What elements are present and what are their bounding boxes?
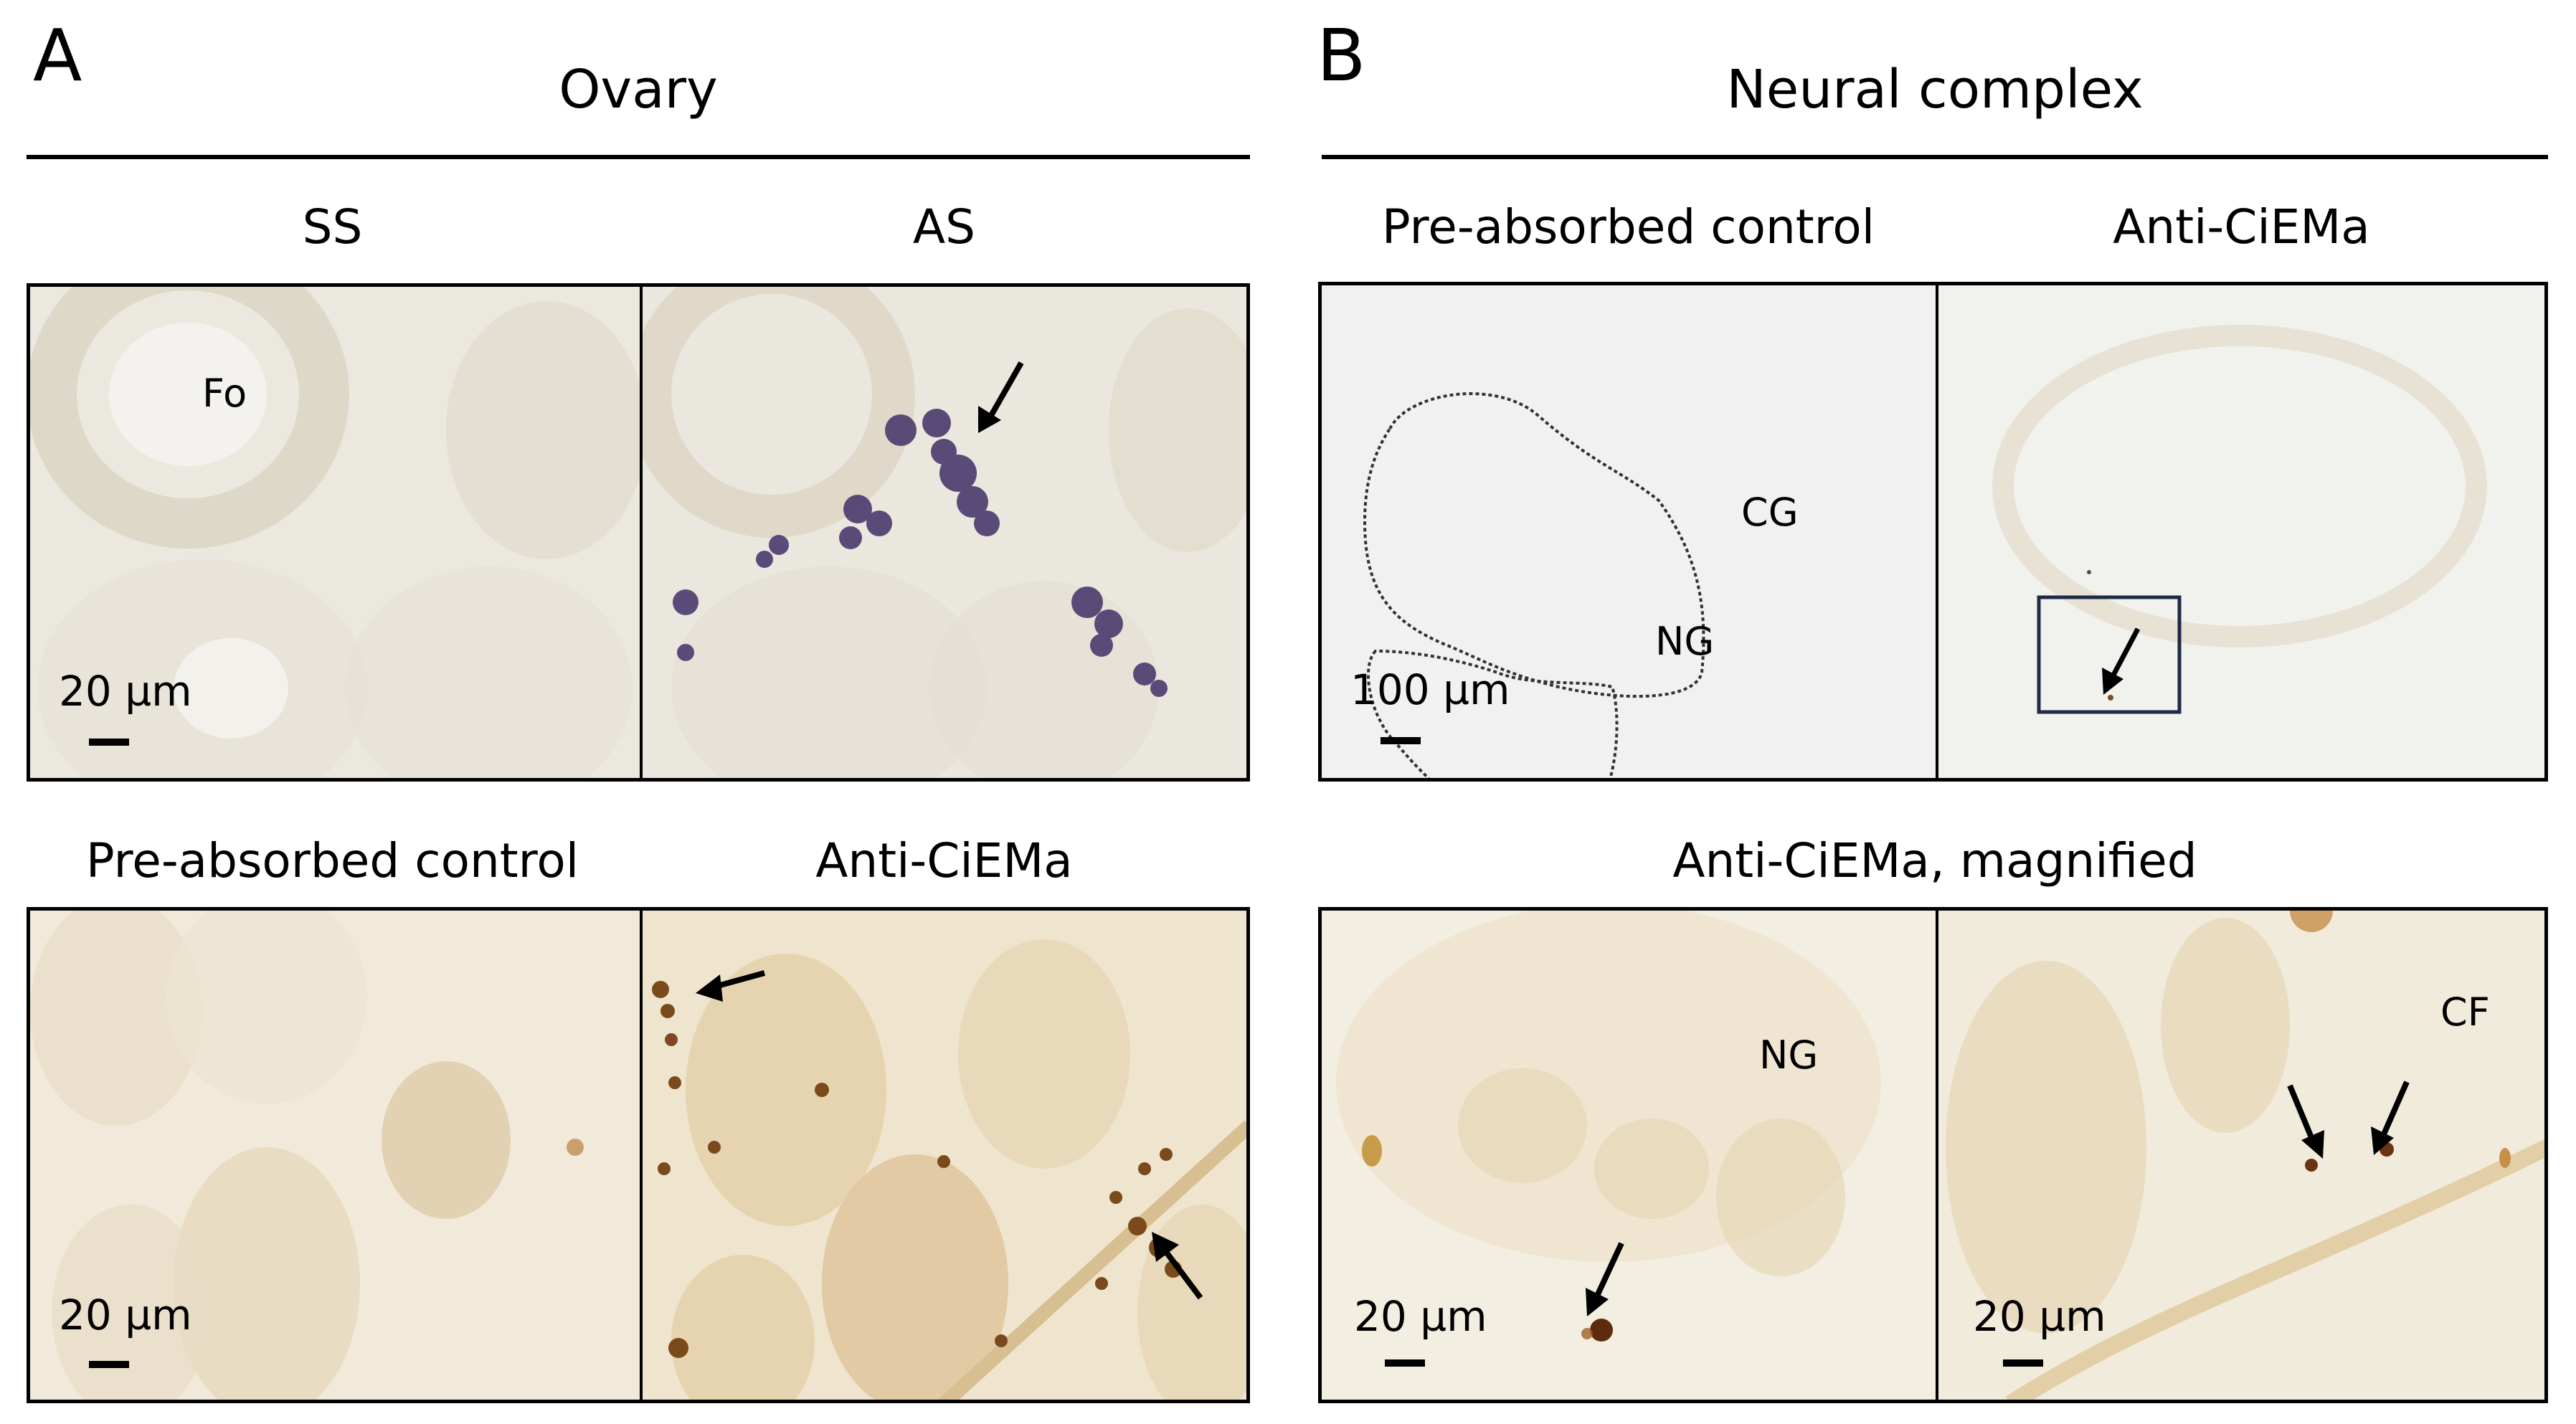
column-label-pre-absorbed-control: Pre-absorbed control [85, 833, 579, 888]
label-fo: Fo [202, 371, 247, 416]
scalebar-label: 20 µm [59, 1291, 192, 1339]
image-frame-ovary-ish: Fo 20 µm [27, 283, 1250, 782]
tissue-outline-faint [1992, 325, 2487, 714]
micrograph-magnified-cf: CF 20 µm [1936, 911, 2544, 1400]
tissue-texture [30, 911, 584, 1400]
scalebar-line [89, 739, 129, 746]
image-frame-neural-complex: CG NG 100 µm [1318, 282, 2548, 782]
tissue-texture [30, 287, 640, 778]
column-label-as: AS [912, 199, 976, 255]
dotted-outlines [1363, 392, 1705, 778]
micrograph-magnified-ng: NG 20 µm [1322, 911, 1936, 1400]
arrow-icon [978, 361, 1024, 433]
label-ng: NG [1655, 619, 1715, 664]
section-divider-b [1322, 155, 2548, 159]
label-cf: CF [2440, 989, 2490, 1035]
scalebar-label: 100 µm [1350, 665, 1510, 714]
column-label-pre-absorbed-control-b: Pre-absorbed control [1381, 199, 1875, 255]
scalebar-line [1381, 737, 1421, 744]
micrograph-pre-absorbed-control: 20 µm [30, 911, 640, 1400]
arrow-icon [696, 970, 766, 1002]
inset-box [2037, 595, 2182, 714]
tissue-texture-with-signal [1336, 911, 1881, 1342]
section-title-ovary: Ovary [559, 59, 718, 120]
tissue-texture-with-signal [1946, 911, 2544, 1400]
scalebar-label: 20 µm [59, 667, 192, 716]
micrograph-nc-anti-ciema [1936, 285, 2544, 778]
arrow-icon [2371, 1081, 2410, 1155]
label-cg: CG [1741, 490, 1799, 535]
micrograph-anti-ciema [640, 911, 1246, 1400]
column-label-ss: SS [302, 199, 363, 255]
scalebar-line [2003, 1359, 2043, 1367]
arrow-icon [1586, 1242, 1624, 1316]
label-ng: NG [1759, 1033, 1819, 1078]
scalebar-line [89, 1361, 129, 1368]
tissue-texture-with-signal [643, 287, 1246, 778]
arrow-icon [2102, 627, 2141, 695]
image-frame-neural-complex-magnified: NG 20 µm CF 20 µm [1318, 907, 2548, 1403]
image-frame-ovary-ihc: 20 µm [27, 907, 1250, 1403]
scalebar-line [1385, 1359, 1425, 1367]
section-divider-a [27, 155, 1250, 159]
row-label-anti-ciema-magnified: Anti-CiEMa, magnified [1672, 833, 2197, 888]
panel-letter-a: A [33, 14, 82, 98]
micrograph-as [640, 287, 1246, 778]
scalebar-label: 20 µm [1973, 1292, 2106, 1341]
micrograph-nc-pre-absorbed-control: CG NG 100 µm [1322, 285, 1936, 778]
scalebar-label: 20 µm [1354, 1292, 1487, 1341]
section-title-neural-complex: Neural complex [1726, 59, 2144, 120]
column-label-anti-ciema: Anti-CiEMa [815, 833, 1073, 888]
panel-letter-b: B [1317, 14, 1366, 98]
column-label-anti-ciema-b: Anti-CiEMa [2113, 199, 2370, 255]
arrow-icon [1152, 1232, 1203, 1300]
micrograph-ss: Fo 20 µm [30, 287, 640, 778]
arrow-icon [2287, 1084, 2324, 1159]
